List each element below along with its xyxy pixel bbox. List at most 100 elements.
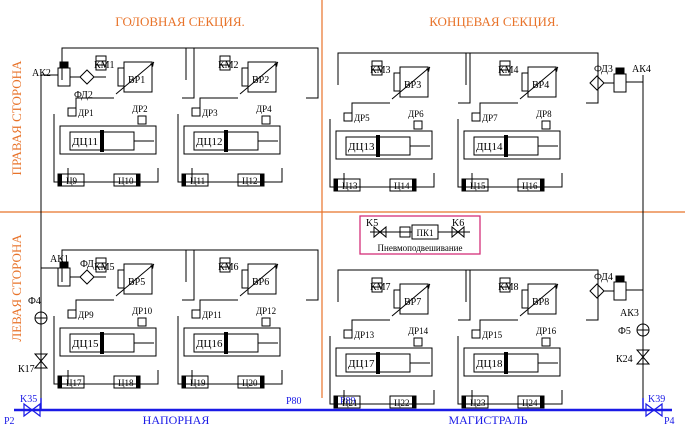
p2-label: P2 [4,416,15,427]
f5-label: Ф5 [618,326,631,337]
km-label: КМ1 [94,60,115,71]
brake-cylinder-piston [376,352,380,374]
pipe-link [75,299,114,310]
km-label: КМ6 [218,262,239,273]
arrow-head-icon [426,67,430,72]
ak2-label: АК2 [32,68,51,79]
k6-valve-b-icon [457,225,465,239]
pipe-bottom [457,336,563,405]
arrow-head-icon [274,264,278,269]
ak1-label: АК1 [50,254,69,265]
pipe-bottom [457,119,563,188]
k24-valve-icon [635,349,651,358]
k6-valve-icon [451,225,459,239]
brake-cylinder-label: ДЦ12 [196,136,222,148]
throttle-b-label: ДР2 [132,104,148,114]
valve-k39b-icon [653,402,663,418]
k35-label: K35 [20,394,37,405]
distributor-valve-diagonal [115,61,155,95]
throttle-b [261,317,271,327]
distributor-valve-flange [117,269,125,289]
throttle-a [191,309,201,319]
fd-filter-icon [79,269,95,285]
right-side-devices [589,67,651,365]
main-right-label: МАГИСТРАЛЬ [448,413,527,427]
throttle-a [191,107,201,117]
throttle-b-label: ДР10 [132,306,153,316]
distributor-valve-label: ВР2 [252,75,269,86]
p4-label: P4 [664,416,675,427]
pipe-loop [337,52,471,104]
pipe-link [351,319,390,330]
pneumatic-title: Пневмоподвешивание [378,243,463,253]
distributor-valve-diagonal [239,263,279,297]
cylinder-b-label: Ц24 [522,398,538,408]
brake-cylinder-label: ДЦ14 [476,141,503,153]
throttle-b [413,337,423,347]
throttle-b [541,337,551,347]
left-side-devices [33,61,106,369]
brake-cylinder-label: ДЦ15 [72,338,99,350]
brake-cylinder-piston [504,135,508,157]
distributor-valve-label: ВР1 [128,75,145,86]
pneumatic-box [359,215,481,255]
ak4-cap [615,67,625,75]
brake-cylinder-frame [183,327,281,357]
cylinder-b-label: Ц18 [118,378,134,388]
throttle-a-label: ДР3 [202,108,218,118]
cylinder-a-label: Ц17 [66,378,82,388]
f4-label: Ф4 [28,296,41,307]
throttle-b-label: ДР8 [536,109,552,119]
km-label: КМ8 [498,282,519,293]
fd3-label: ФД3 [594,64,613,75]
distributor-valve-label: ВР4 [532,80,549,91]
brake-cylinder-frame [183,125,281,155]
pipe-link [479,319,518,330]
fd4-filter-icon [589,283,605,299]
km-reservoir [95,55,107,71]
cylinder-a-label: Ц21 [342,398,358,408]
km-reservoir [219,257,231,273]
side-pipes [40,74,644,398]
throttle-a-label: ДР9 [78,310,94,320]
k17-valve-icon [33,353,49,362]
brake-cylinder-frame [463,130,561,160]
throttle-b [541,120,551,130]
throttle-a-label: ДР1 [78,108,94,118]
tail-section-title: КОНЦЕВАЯ СЕКЦИЯ. [429,14,559,29]
km-reservoir [499,277,511,293]
ak3-box [613,281,627,301]
pipe-link [199,299,238,310]
cylinder-b-label: Ц16 [522,181,538,191]
distributor-valve-label: ВР5 [128,277,145,288]
k17-valve-b-icon [33,360,49,369]
throttle-a [67,107,77,117]
throttle-b-label: ДР6 [408,109,424,119]
main-left-label: НАПОРНАЯ [143,413,210,427]
throttle-a-label: ДР13 [354,330,375,340]
km-reservoir [219,55,231,71]
ak3-cap [615,275,625,283]
arrow-head-icon [150,264,154,269]
pipe-link [199,97,238,108]
brake-cylinder-label: ДЦ18 [476,358,503,370]
arrow-head-icon [274,62,278,67]
throttle-a [67,309,77,319]
head-section-title: ГОЛОВНАЯ СЕКЦИЯ. [115,14,245,29]
ak1-box [57,267,71,287]
fd4-label: ФД4 [594,272,613,283]
distributor-valve-flange [521,72,529,92]
cylinder-b-label: Ц14 [394,181,410,191]
throttle-b [413,120,423,130]
pipe-link [75,97,114,108]
ak2-box [57,67,71,87]
km-label: КМ3 [370,65,391,76]
distributor-valve-flange [241,67,249,87]
distributor-valve-label: ВР7 [404,297,421,308]
k24-label: К24 [616,354,633,365]
